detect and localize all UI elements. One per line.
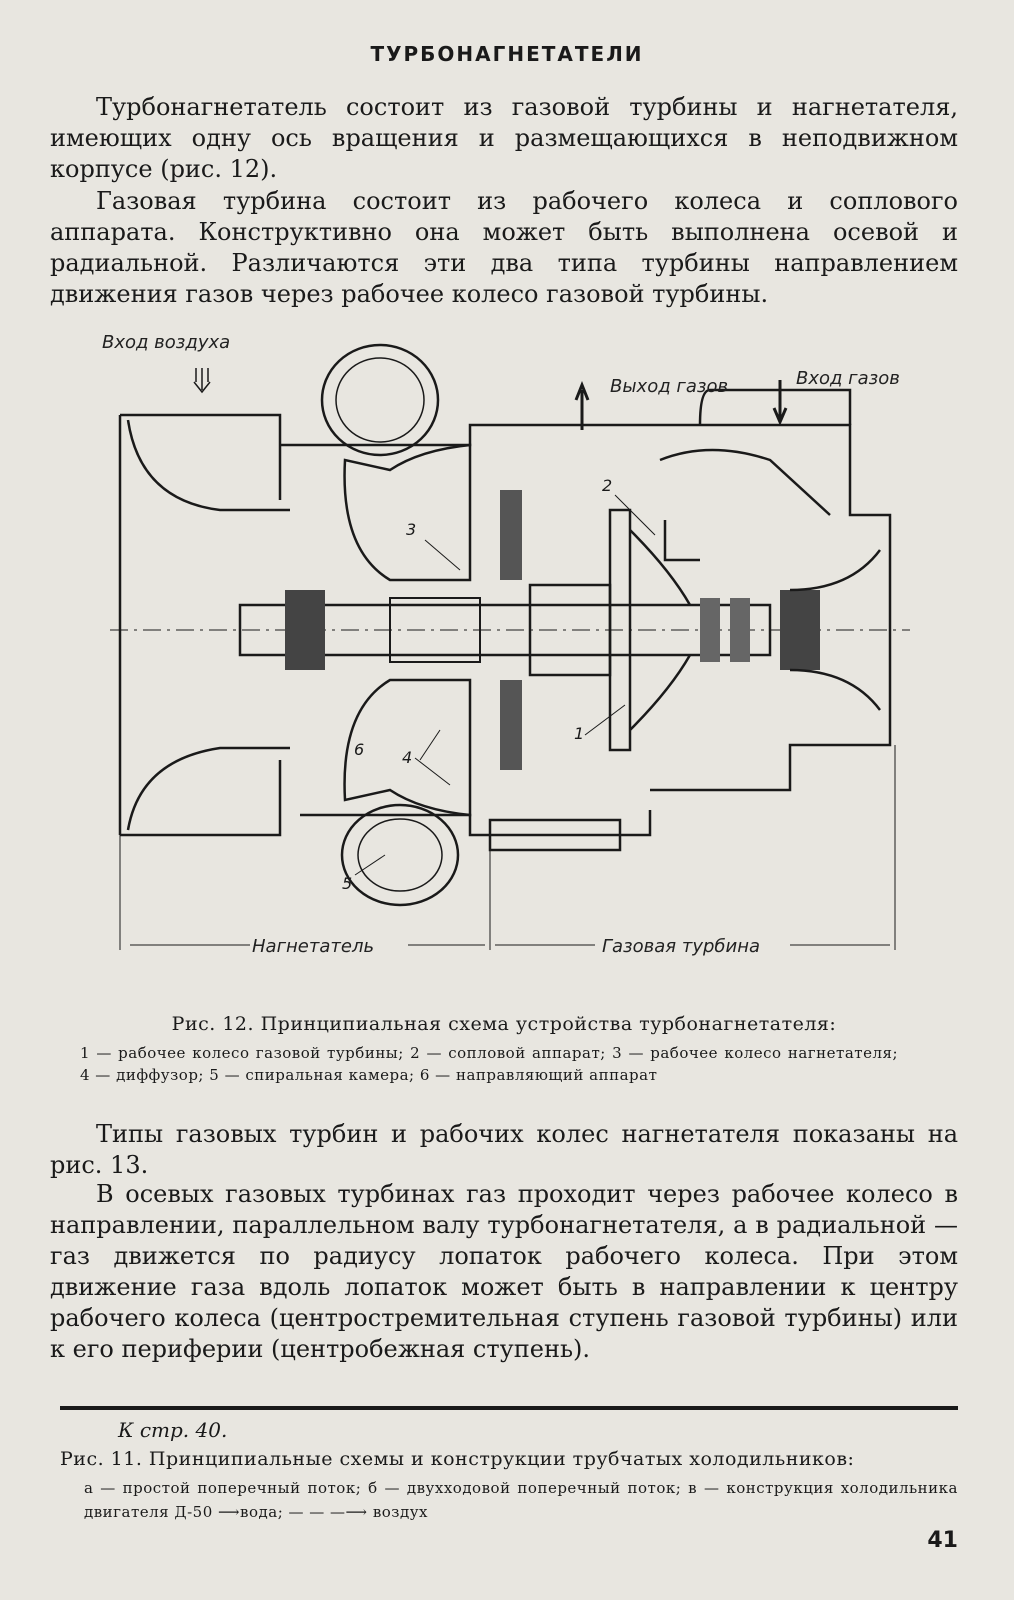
inlet-housing xyxy=(118,413,282,837)
figure-caption-legend: 1 — рабочее колесо газовой турбины; 2 — … xyxy=(80,1044,898,1084)
paragraph-4: В осевых газовых турбинах газ проходит ч… xyxy=(50,1180,958,1363)
label-compressor: Нагнетатель xyxy=(252,936,375,957)
inlet-duct xyxy=(126,419,290,831)
volute-bottom xyxy=(340,803,460,907)
label-num-1: 1 xyxy=(574,724,585,743)
label-num-3: 3 xyxy=(406,520,417,539)
label-num-2: 2 xyxy=(602,476,613,495)
casing-bottom xyxy=(300,810,652,837)
label-num-5: 5 xyxy=(342,874,353,893)
paragraph-1: Турбонагнетатель состоит из газовой турб… xyxy=(50,93,958,183)
volute-top xyxy=(320,343,440,457)
support-foot xyxy=(488,818,622,852)
diffuser-top xyxy=(500,490,522,580)
turbine-disc xyxy=(608,508,632,752)
page-number: 41 xyxy=(927,1528,958,1553)
section-heading: ТУРБОНАГНЕТАТЕЛИ xyxy=(370,42,644,66)
turbocharger-diagram: Вход воздуха Выход газов Вход газов Нагн… xyxy=(90,330,930,990)
bearing-right xyxy=(780,590,820,670)
shaft xyxy=(238,603,772,657)
casing-top xyxy=(280,423,650,447)
label-air-in: Вход воздуха xyxy=(102,332,231,353)
bearing-left xyxy=(285,590,325,670)
compressor-wheel-bottom xyxy=(343,678,472,817)
arrow-air-in xyxy=(193,368,211,394)
gas-inlet xyxy=(698,388,852,426)
paragraph-2: Газовая турбина состоит из рабочего коле… xyxy=(50,187,958,308)
diffuser-bottom xyxy=(500,680,522,770)
figure-caption-title: Рис. 12. Принципиальная схема устройства… xyxy=(171,1013,837,1035)
label-num-6: 6 xyxy=(354,740,365,759)
label-gas-in: Вход газов xyxy=(796,368,900,389)
paragraph-3: Типы газовых турбин и рабочих колес нагн… xyxy=(50,1120,958,1179)
arrow-gas-in xyxy=(772,380,788,426)
label-gas-out: Выход газов xyxy=(610,376,729,397)
turbine-housing xyxy=(650,423,892,792)
footnote-title: Рис. 11. Принципиальные схемы и конструк… xyxy=(60,1448,855,1470)
footnote-legend: а — простой поперечный поток; б — двуххо… xyxy=(84,1479,958,1521)
label-turbine: Газовая турбина xyxy=(602,936,760,957)
arrow-gas-out xyxy=(574,380,590,430)
footnote-reference: К стр. 40. xyxy=(118,1418,228,1442)
diagram-drawing xyxy=(110,343,910,950)
label-num-4: 4 xyxy=(402,748,413,767)
compressor-wheel-top xyxy=(343,443,472,582)
footnote-divider xyxy=(60,1406,958,1410)
